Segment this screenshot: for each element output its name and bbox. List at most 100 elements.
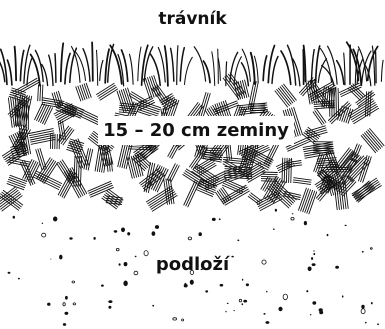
subsoil-speck [345, 225, 347, 226]
subsoil-speck [225, 311, 226, 313]
subsoil-speck [152, 305, 154, 307]
soil-hatch-stroke [363, 157, 372, 182]
grass-blade [130, 54, 134, 84]
subsoil-speck [361, 309, 365, 314]
subsoil-label: podloží [0, 254, 385, 275]
subsoil-speck [63, 323, 66, 326]
soil-hatch-stroke [294, 178, 312, 180]
subsoil-speck [291, 217, 294, 220]
subsoil-speck [319, 308, 323, 312]
soil-hatch-stroke [18, 100, 19, 126]
subsoil-speck [292, 213, 294, 214]
soil-hatch-stroke [29, 131, 53, 136]
grass-blade [263, 56, 267, 81]
soil-hatch-stroke [26, 100, 27, 126]
soil-hatch-stroke [34, 175, 60, 188]
soil-hatch-stroke [361, 156, 370, 181]
subsoil-speck [205, 290, 208, 292]
grass-blade [171, 48, 174, 81]
grass-blade [138, 47, 141, 81]
subsoil-speck [13, 216, 15, 219]
grass-blade [272, 57, 278, 84]
soil-hatch-stroke [259, 197, 281, 209]
grass-blade [234, 57, 241, 85]
soil-hatch-stroke [329, 89, 330, 117]
soil-hatch-stroke [31, 139, 55, 144]
soil-hatch-stroke [338, 88, 339, 116]
subsoil-speck [108, 306, 111, 309]
soil-hatch-stroke [213, 101, 237, 110]
subsoil-speck [199, 232, 202, 236]
subsoil-speck [73, 303, 76, 305]
soil-depth-label: 15 – 20 cm zeminy [98, 116, 294, 145]
grass-blade [76, 52, 86, 80]
soil-hatch-stroke [313, 112, 322, 125]
subsoil-speck [304, 221, 307, 225]
subsoil-speck [127, 232, 130, 235]
soil-hatch-stroke [119, 112, 135, 114]
soil-hatch-stroke [262, 174, 278, 175]
soil-hatch-stroke [29, 129, 53, 134]
soil-hatch-stroke [225, 179, 244, 188]
subsoil-speck [313, 250, 314, 251]
soil-hatch-stroke [15, 100, 16, 126]
soil-hatch-stroke [361, 136, 375, 153]
subsoil-speck [362, 251, 364, 253]
subsoil-speck [42, 223, 43, 224]
subsoil-speck [365, 322, 367, 324]
grass-blade [180, 48, 184, 81]
soil-hatch-stroke [24, 100, 25, 126]
subsoil-speck [190, 280, 194, 285]
subsoil-speck [184, 284, 188, 287]
grass-blade [24, 45, 30, 83]
subsoil-speck [69, 237, 72, 239]
subsoil-speck [212, 218, 216, 221]
subsoil-speck [233, 310, 235, 311]
subsoil-speck [312, 301, 316, 304]
grass-blade [61, 43, 63, 81]
soil-hatch-stroke [260, 199, 282, 211]
subsoil-speck [220, 284, 224, 287]
subsoil-speck [278, 307, 282, 311]
soil-hatch-stroke [38, 85, 39, 101]
soil-hatch-stroke [98, 85, 116, 96]
subsoil-speck [275, 209, 277, 212]
soil-hatch-stroke [86, 83, 91, 97]
subsoil-speck [47, 303, 50, 306]
subsoil-speck [123, 281, 127, 287]
soil-hatch-stroke [261, 181, 277, 182]
subsoil-speck [237, 240, 239, 242]
grass-blade [268, 46, 274, 83]
soil-hatch-stroke [293, 180, 311, 182]
grass-blade [322, 66, 334, 86]
subsoil-speck [155, 225, 159, 229]
soil-hatch-stroke [40, 85, 41, 101]
soil-hatch-stroke [70, 141, 84, 146]
subsoil-speck [361, 305, 364, 309]
grass-blade [318, 59, 326, 83]
subsoil-speck [182, 319, 184, 321]
subsoil-speck [283, 294, 287, 300]
grass-blade [49, 55, 53, 85]
grass-blade [293, 59, 300, 86]
grass-blade [185, 57, 193, 84]
grass-label: trávník [0, 9, 385, 29]
grass-blade [7, 60, 11, 85]
subsoil-speck [18, 278, 20, 280]
subsoil-speck [42, 233, 46, 237]
grass-blade [177, 46, 178, 85]
soil-hatch-stroke [154, 87, 166, 103]
subsoil-speck [377, 323, 379, 325]
soil-hatch-stroke [99, 87, 117, 98]
soil-hatch-stroke [20, 100, 21, 126]
soil-hatch-stroke [205, 159, 221, 160]
subsoil-speck [320, 312, 321, 313]
soil-hatch-stroke [223, 183, 242, 192]
soil-hatch-stroke [320, 184, 335, 201]
subsoil-speck [243, 300, 247, 303]
grass-blade [92, 42, 93, 80]
soil-hatch-stroke [359, 156, 368, 181]
soil-hatch-stroke [184, 180, 196, 205]
